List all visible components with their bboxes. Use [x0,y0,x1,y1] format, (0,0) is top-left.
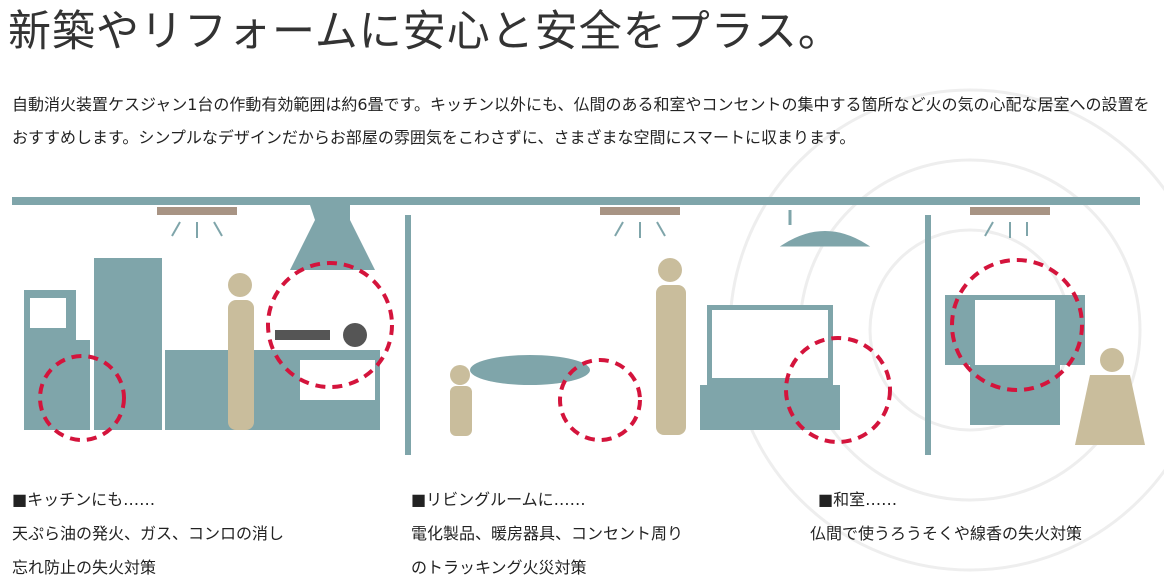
caption-line: 電化製品、暖房器具、コンセント周り [411,524,684,543]
kitchen-scene [24,205,380,430]
living-scene [470,210,871,430]
butsudan-scene [945,295,1085,425]
caption-heading: ■和室…… [818,490,898,509]
people-living [450,258,686,436]
caption-line: 天ぷら油の発火、ガス、コンロの消し [12,524,285,543]
page-title: 新築やリフォームに安心と安全をプラス。 [8,7,842,57]
spray-lines [171,221,1028,238]
person-cooking [228,273,254,430]
caption-kitchen: ■キッチンにも…… 天ぷら油の発火、ガス、コンロの消し 忘れ防止の失火対策 [12,483,284,585]
caption-heading: ■キッチンにも…… [12,490,156,509]
caption-living: ■リビングルームに…… 電化製品、暖房器具、コンセント周り のトラッキング火災対… [411,483,683,585]
room-illustration [12,197,1145,455]
pot [275,323,367,347]
caption-heading: ■リビングルームに…… [411,490,586,509]
fire-risk-circles [38,258,1084,444]
caption-washitsu: ■和室…… 仏間で使うろうそくや線香の失火対策 [810,483,1082,551]
ceiling [12,197,1140,455]
caption-line: 忘れ防止の失火対策 [12,558,157,577]
caption-line: 仏間で使うろうそくや線香の失火対策 [810,524,1083,543]
smoke-detector-icon [157,207,1050,215]
caption-line: のトラッキング火災対策 [411,558,587,577]
lead-paragraph: 自動消火装置ケスジャン1台の作動有効範囲は約6畳です。キッチン以外にも、仏間のあ… [12,95,1150,147]
person-seated [1075,348,1145,445]
